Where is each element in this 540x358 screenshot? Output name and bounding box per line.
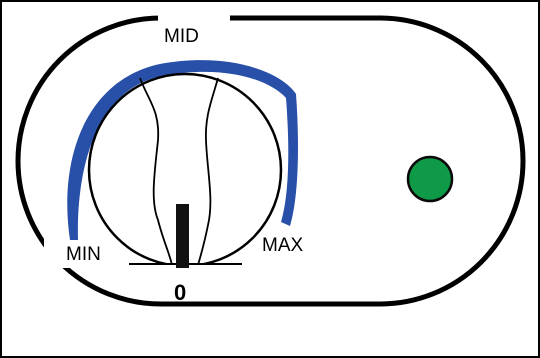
- indicator-light: [406, 155, 454, 203]
- range-arc: [67, 60, 298, 240]
- housing-label-gap: [158, 10, 230, 32]
- max-label: MAX: [262, 235, 304, 256]
- knob-base-mask: [90, 264, 280, 280]
- knob-pointer: [176, 204, 189, 268]
- min-label-gap: [44, 236, 116, 268]
- knob-grip-right: [197, 77, 219, 266]
- zero-label: 0: [174, 280, 186, 305]
- min-label: MIN: [66, 244, 101, 265]
- knob-grip-left: [139, 77, 173, 266]
- mid-label: MID: [164, 26, 199, 47]
